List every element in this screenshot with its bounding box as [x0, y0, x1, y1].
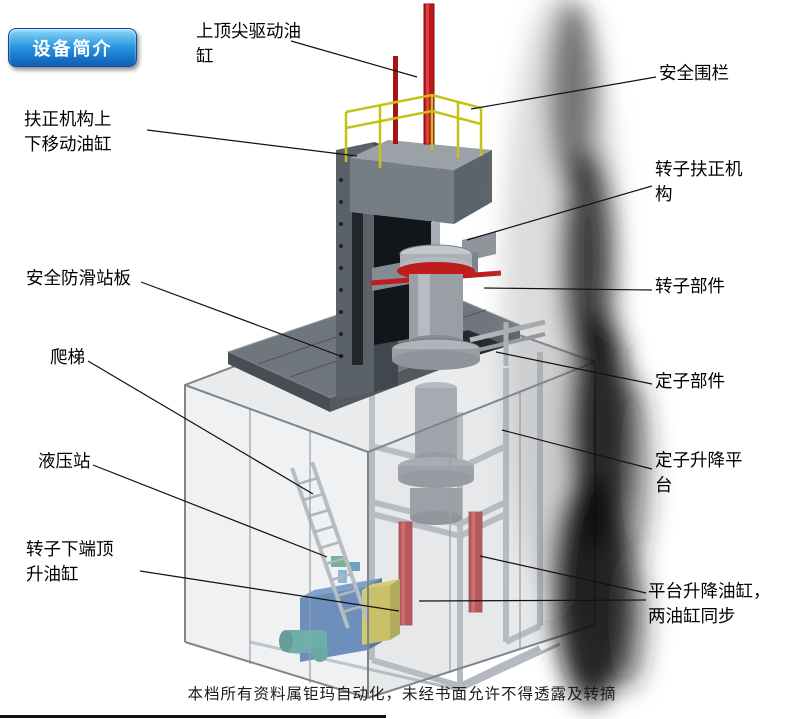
label-rotor-centering: 转子扶正机构: [655, 160, 743, 205]
confidentiality-note: 本档所有资料属钜玛自动化，未经书面允许不得透露及转摘: [187, 685, 617, 703]
label-safety-fence: 安全围栏: [659, 64, 729, 84]
label-rotor-bottom-jack: 转子下端顶升油缸: [26, 540, 114, 585]
shadow-smoke: [502, 0, 652, 705]
safety-railing: [344, 93, 483, 168]
label-top-drive-cylinder: 上顶尖驱动油缸: [196, 22, 301, 67]
label-hydraulic-station: 液压站: [38, 452, 91, 472]
label-antislip-plate: 安全防滑站板: [26, 269, 131, 289]
top-drive-cylinder: [393, 3, 435, 145]
hydraulic-unit: [279, 556, 400, 662]
rotor-assembly: [370, 222, 546, 370]
label-stator-lift-platform: 定子升降平台: [655, 451, 743, 496]
platform-lift-cylinders-3d: [398, 511, 483, 626]
label-centering-updown-cylinder: 扶正机构上下移动油缸: [24, 110, 112, 155]
label-rotor-part: 转子部件: [655, 277, 725, 297]
title-badge: 设备简介: [8, 28, 137, 67]
label-stator-part: 定子部件: [655, 372, 725, 392]
label-platform-lift-cylinders: 平台升降油缸，两油缸同步: [648, 582, 771, 627]
label-ladder: 爬梯: [50, 348, 85, 368]
leader-lines: [87, 40, 657, 612]
bottom-rule: [0, 715, 386, 718]
